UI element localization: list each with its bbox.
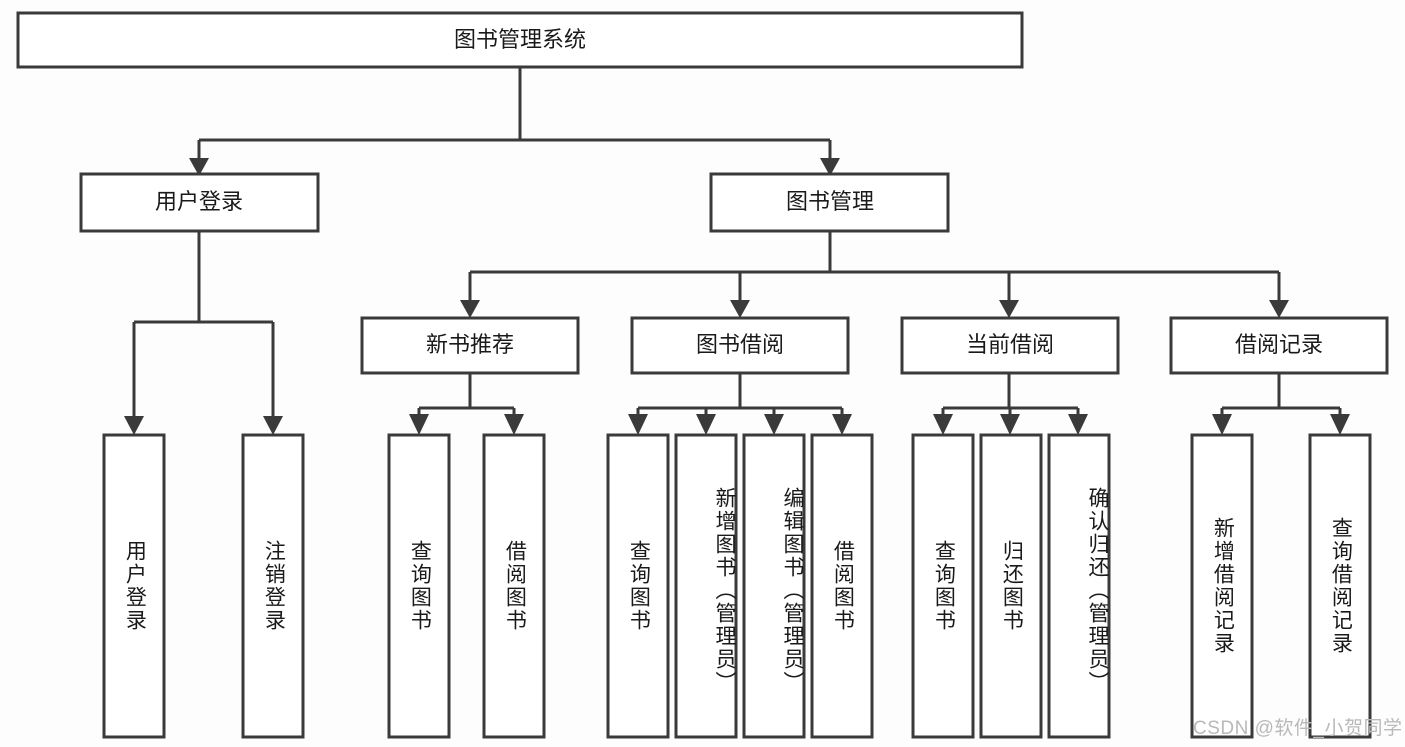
arrow-new-book-leaf-1	[409, 414, 429, 435]
arrow-current-borrow-leaf-3	[1068, 414, 1088, 435]
leaf-boxes-group	[102, 433, 1372, 739]
leaf-box-borrow-record-2[interactable]	[1308, 433, 1372, 739]
csdn-watermark: CSDN @软件_小贺同学	[1193, 718, 1403, 739]
node-root-system[interactable]: 图书管理系统	[16, 11, 1024, 69]
leaf-box-new-book-2[interactable]	[482, 433, 546, 739]
leaf-box-borrow-record-1[interactable]	[1190, 433, 1254, 739]
arrow-book-borrow-leaf-2	[696, 414, 716, 435]
leaf-box-user-login-1[interactable]	[102, 433, 166, 739]
arrow-borrow-record-leaf-2	[1330, 414, 1350, 435]
arrow-user-login-leaf-1	[124, 416, 144, 435]
node-borrow-record[interactable]: 借阅记录	[1169, 316, 1389, 375]
node-book-borrow[interactable]: 图书借阅	[630, 316, 850, 375]
connector-group	[124, 67, 1350, 435]
arrow-user-login	[189, 158, 209, 176]
leaf-box-book-borrow-3[interactable]	[742, 433, 806, 739]
arrow-book-borrow	[730, 300, 750, 318]
arrow-new-book-leaf-2	[504, 414, 524, 435]
node-box-new-book-recommend	[360, 316, 580, 375]
arrow-book-borrow-leaf-1	[628, 414, 648, 435]
node-label-book-management: 图书管理	[786, 189, 874, 214]
leaf-box-book-borrow-4[interactable]	[810, 433, 874, 739]
leaf-box-book-borrow-2[interactable]	[674, 433, 738, 739]
arrow-book-mgmt	[820, 158, 840, 176]
arrow-user-login-leaf-2	[263, 416, 283, 435]
arrow-book-borrow-leaf-4	[832, 414, 852, 435]
leaf-box-user-login-2[interactable]	[241, 433, 305, 739]
node-box-user-login	[79, 172, 320, 233]
node-label-user-login: 用户登录	[155, 189, 243, 214]
node-box-current-borrow	[900, 316, 1120, 375]
node-box-root	[16, 11, 1024, 69]
arrow-current-borrow-leaf-1	[933, 414, 953, 435]
leaf-box-current-borrow-2[interactable]	[979, 433, 1043, 739]
node-current-borrow[interactable]: 当前借阅	[900, 316, 1120, 375]
arrow-new-book	[460, 300, 480, 318]
node-label-root: 图书管理系统	[454, 27, 586, 52]
node-box-book-borrow	[630, 316, 850, 375]
node-user-login[interactable]: 用户登录	[79, 172, 320, 233]
node-label-new-book-recommend: 新书推荐	[426, 332, 514, 357]
arrow-current-borrow	[999, 300, 1019, 318]
arrow-book-borrow-leaf-3	[764, 414, 784, 435]
leaf-box-current-borrow-1[interactable]	[911, 433, 975, 739]
arrow-borrow-record	[1269, 300, 1289, 318]
node-label-book-borrow: 图书借阅	[696, 332, 784, 357]
arrow-current-borrow-leaf-2	[1000, 414, 1020, 435]
node-book-management[interactable]: 图书管理	[709, 172, 950, 233]
leaf-box-new-book-1[interactable]	[387, 433, 451, 739]
node-new-book-recommend[interactable]: 新书推荐	[360, 316, 580, 375]
leaf-box-current-borrow-3[interactable]	[1047, 433, 1111, 739]
node-label-current-borrow: 当前借阅	[966, 332, 1054, 357]
node-label-borrow-record: 借阅记录	[1235, 332, 1323, 357]
arrow-borrow-record-leaf-1	[1212, 414, 1232, 435]
node-box-book-management	[709, 172, 950, 233]
leaf-box-book-borrow-1[interactable]	[606, 433, 670, 739]
node-box-borrow-record	[1169, 316, 1389, 375]
